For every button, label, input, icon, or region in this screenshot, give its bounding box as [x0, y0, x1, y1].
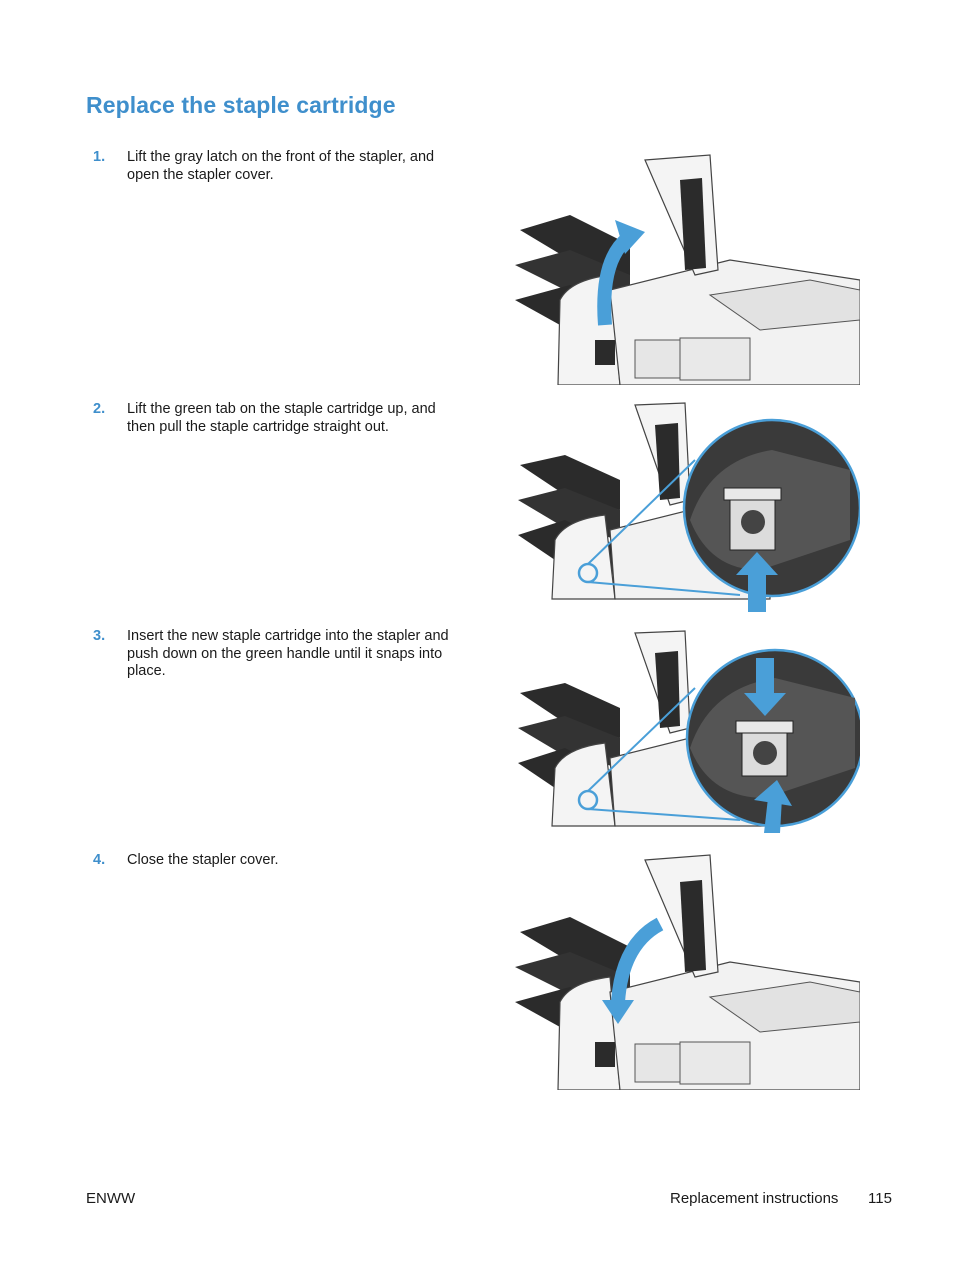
step-number: 4.	[93, 852, 106, 868]
step-1-illustration-open-stapler-cover	[515, 154, 860, 385]
step-4-illustration-close-stapler-cover	[515, 854, 860, 1090]
page-title: Replace the staple cartridge	[86, 92, 396, 118]
step-text: Insert the new staple cartridge into the…	[127, 628, 449, 679]
step-3-illustration-insert-cartridge	[518, 630, 860, 833]
footer-left-label: ENWW	[86, 1190, 136, 1207]
step-text: Lift the gray latch on the front of the …	[127, 149, 435, 183]
step-text: Close the stapler cover.	[127, 852, 279, 868]
step-number: 2.	[93, 401, 106, 417]
step-number: 3.	[93, 628, 106, 644]
step-number: 1.	[93, 149, 106, 165]
page-number: 115	[868, 1190, 892, 1207]
step-text: Lift the green tab on the staple cartrid…	[127, 401, 436, 435]
footer-section-title: Replacement instructions	[670, 1190, 839, 1207]
step-2-illustration-remove-cartridge	[518, 402, 860, 612]
